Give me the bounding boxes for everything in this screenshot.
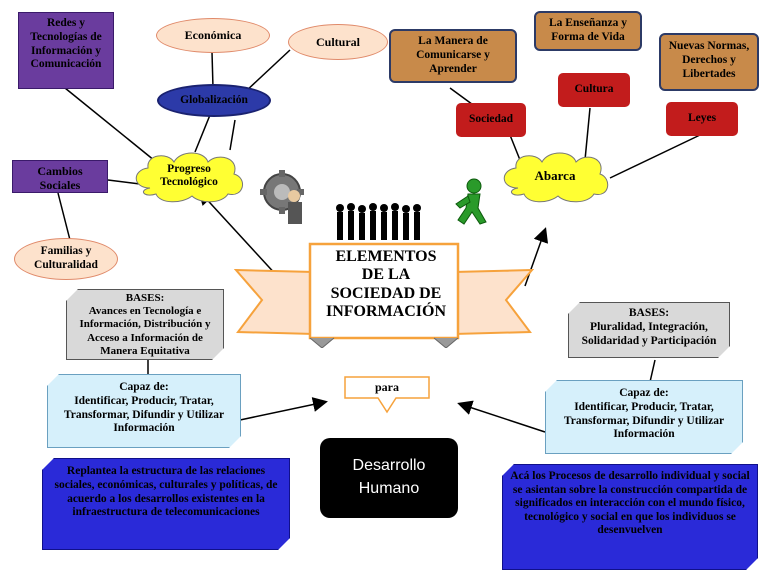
cambios-line-2: Sociales (39, 178, 81, 193)
leyes-label: Leyes (687, 112, 717, 124)
main-title: ELEMENTOS DE LA SOCIEDAD DE INFORMACIÓN (312, 248, 460, 322)
familias-oval: Familias y Culturalidad (14, 238, 118, 280)
redes-line-2: Tecnologías de (30, 30, 102, 43)
normas-wood-box: Nuevas Normas, Derechos y Libertades (659, 33, 759, 91)
cultural-oval: Cultural (288, 24, 388, 60)
redes-line-3: Información y (31, 44, 101, 57)
economica-label: Económica (184, 28, 242, 42)
aca-text: Acá los Procesos de desarrollo individua… (510, 470, 750, 537)
replantea-text: Replantea la estructura de las relacione… (54, 465, 278, 519)
progreso-cloud: Progreso Tecnológico (130, 148, 248, 204)
cambios-line-1: Cambios (37, 164, 83, 178)
redes-line-1: Redes y (46, 17, 85, 29)
abarca-label: Abarca (534, 168, 576, 183)
progreso-line-1: Progreso (167, 163, 211, 175)
redes-tic-box: Redes y Tecnologías de Información y Com… (18, 12, 114, 89)
capaz-right-box: Capaz de: Identificar, Producir, Tratar,… (545, 380, 743, 454)
title-line-4: INFORMACIÓN (326, 303, 446, 321)
gear-person-icon (258, 170, 310, 226)
title-line-2: DE LA (361, 266, 411, 284)
para-arrow-box (344, 376, 430, 414)
redes-line-4: Comunicación (30, 58, 102, 71)
manera-wood-box: La Manera de Comunicarse y Aprender (389, 29, 517, 83)
familias-line-1: Familias y (40, 245, 92, 257)
capaz-right-title: Capaz de: (619, 387, 669, 399)
sociedad-box: Sociedad (456, 103, 526, 137)
sociedad-label: Sociedad (468, 113, 514, 125)
bases-left-text: Avances en Tecnología e Información, Dis… (79, 305, 211, 357)
cultura-box: Cultura (558, 73, 630, 107)
replantea-panel: Replantea la estructura de las relacione… (42, 458, 290, 550)
title-line-3: SOCIEDAD DE (330, 284, 442, 302)
ensenanza-wood-box: La Enseñanza y Forma de Vida (534, 11, 642, 51)
normas-line-1: Nuevas Normas, (668, 40, 750, 52)
normas-line-3: Libertades (682, 67, 736, 80)
title-ribbon (233, 242, 535, 349)
globalizacion-label: Globalización (180, 94, 248, 106)
leyes-box: Leyes (666, 102, 738, 136)
title-line-1: ELEMENTOS (335, 248, 437, 265)
abarca-cloud: Abarca (498, 148, 612, 204)
familias-line-2: Culturalidad (34, 258, 98, 271)
cloud-shape (503, 152, 609, 203)
economica-oval: Económica (156, 18, 270, 53)
cambios-sociales-box: Cambios Sociales (12, 160, 108, 193)
ensenanza-line-1: La Enseñanza y (549, 17, 627, 29)
bases-left-title: BASES: (125, 292, 165, 304)
ensenanza-line-2: Forma de Vida (551, 30, 625, 43)
manera-line-1: La Manera de (418, 35, 488, 47)
crowd-icon (334, 202, 426, 242)
para-label: para (344, 380, 430, 394)
cultural-label: Cultural (315, 35, 360, 49)
progreso-line-2: Tecnológico (160, 176, 218, 189)
cloud-shape (135, 152, 243, 203)
desarrollo-line-2: Humano (358, 480, 420, 498)
capaz-left-text: Identificar, Producir, Tratar, Transform… (63, 394, 225, 435)
capaz-left-box: Capaz de: Identificar, Producir, Tratar,… (47, 374, 241, 448)
globalizacion-oval: Globalización (157, 84, 271, 117)
desarrollo-line-1: Desarrollo (352, 457, 426, 474)
desarrollo-humano-box: Desarrollo Humano (320, 438, 458, 518)
manera-line-2: Comunicarse y (416, 48, 490, 61)
bases-right-box: BASES: Pluralidad, Integración, Solidari… (568, 302, 730, 358)
cultura-label: Cultura (574, 83, 614, 95)
capaz-left-title: Capaz de: (119, 381, 169, 393)
aca-panel: Acá los Procesos de desarrollo individua… (502, 464, 758, 570)
bases-right-title: BASES: (628, 307, 670, 319)
bases-right-text: Pluralidad, Integración, Solidaridad y P… (581, 320, 717, 347)
bases-left-box: BASES: Avances en Tecnología e Informaci… (66, 289, 224, 360)
manera-line-3: Aprender (429, 62, 477, 75)
green-runner-icon (450, 178, 494, 230)
capaz-right-text: Identificar, Producir, Tratar, Transform… (563, 400, 725, 441)
para-text: para (375, 380, 399, 394)
normas-line-2: Derechos y (682, 53, 736, 66)
